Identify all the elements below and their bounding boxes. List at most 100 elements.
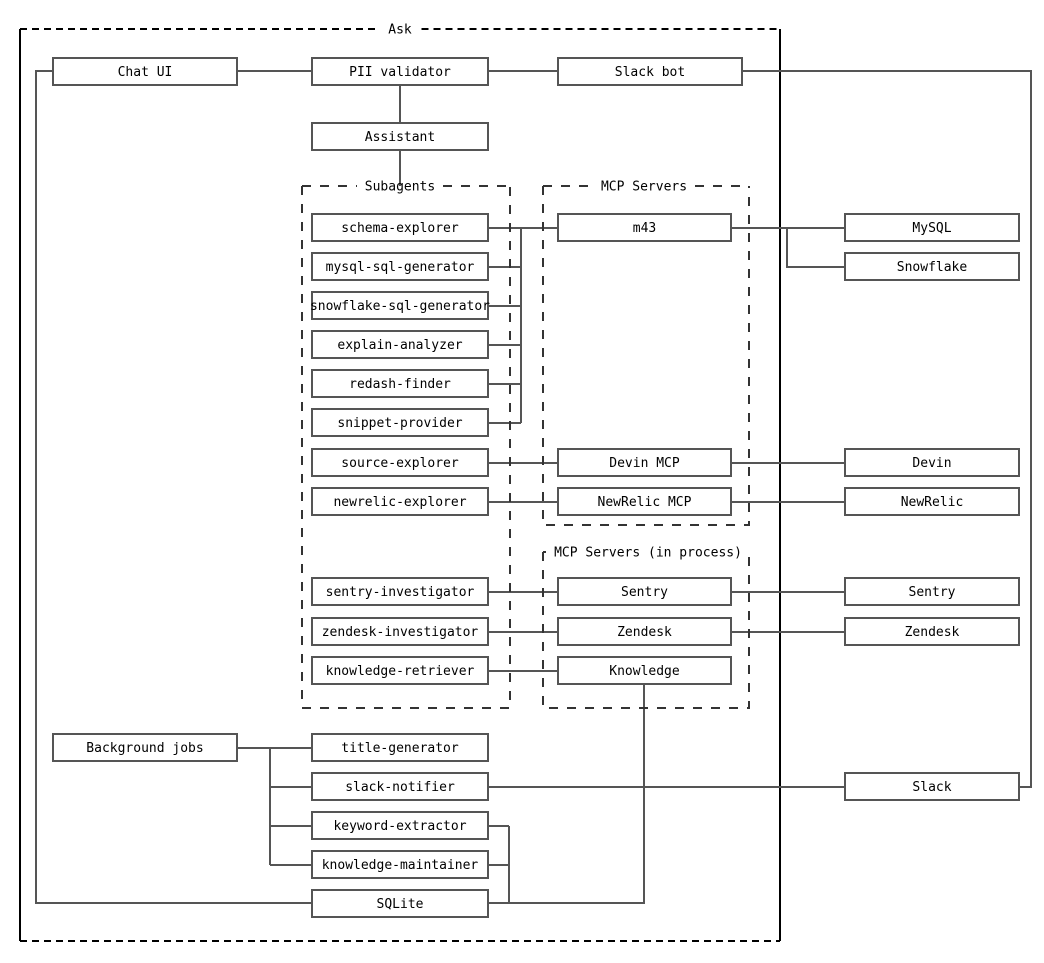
node-box-slack-notifier[interactable]	[311, 772, 489, 801]
node-box-sentry-investigator[interactable]	[311, 577, 489, 606]
boundary-ask-boundary: Ask	[18, 23, 782, 943]
node-label-knowledge-retriever: knowledge-retriever	[326, 664, 475, 679]
node-box-zendesk-investigator[interactable]	[311, 617, 489, 646]
node-box-explain-analyzer[interactable]	[311, 330, 489, 359]
node-snowflake[interactable]: Snowflake	[844, 252, 1020, 281]
node-zendesk-mcp[interactable]: Zendesk	[557, 617, 732, 646]
node-box-newrelic-explorer[interactable]	[311, 487, 489, 516]
node-box-pii-validator[interactable]	[311, 57, 489, 86]
node-box-source-explorer[interactable]	[311, 448, 489, 477]
node-box-zendesk-mcp[interactable]	[557, 617, 732, 646]
node-zendesk-investigator[interactable]: zendesk-investigator	[311, 617, 489, 646]
node-slack[interactable]: Slack	[844, 772, 1020, 801]
node-title-generator[interactable]: title-generator	[311, 733, 489, 762]
node-label-newrelic: NewRelic	[901, 495, 964, 510]
node-devin[interactable]: Devin	[844, 448, 1020, 477]
node-label-slack-bot: Slack bot	[615, 65, 685, 80]
node-newrelic-explorer[interactable]: newrelic-explorer	[311, 487, 489, 516]
node-box-sentry-mcp[interactable]	[557, 577, 732, 606]
node-devin-mcp[interactable]: Devin MCP	[557, 448, 732, 477]
node-box-snippet-provider[interactable]	[311, 408, 489, 437]
node-sentry-investigator[interactable]: sentry-investigator	[311, 577, 489, 606]
node-box-snowflake-sql-generator[interactable]	[311, 291, 489, 320]
node-label-newrelic-mcp: NewRelic MCP	[598, 495, 692, 510]
node-sentry[interactable]: Sentry	[844, 577, 1020, 606]
node-explain-analyzer[interactable]: explain-analyzer	[311, 330, 489, 359]
node-slack-bot[interactable]: Slack bot	[557, 57, 743, 86]
node-background-jobs[interactable]: Background jobs	[52, 733, 238, 762]
node-label-sentry-mcp: Sentry	[621, 585, 668, 600]
node-label-background-jobs: Background jobs	[86, 741, 203, 756]
edge-chat-ui-to-sqlite	[35, 70, 312, 904]
node-label-schema-explorer: schema-explorer	[341, 221, 459, 236]
group-label: Subagents	[365, 180, 435, 195]
node-label-knowledge-maintainer: knowledge-maintainer	[322, 858, 479, 873]
node-box-knowledge-retriever[interactable]	[311, 656, 489, 685]
group-mcp-servers-group: MCP Servers	[542, 180, 750, 526]
node-box-newrelic[interactable]	[844, 487, 1020, 516]
node-box-title-generator[interactable]	[311, 733, 489, 762]
node-label-snowflake-sql-generator: snowflake-sql-generator	[310, 299, 490, 314]
node-box-newrelic-mcp[interactable]	[557, 487, 732, 516]
node-keyword-extractor[interactable]: keyword-extractor	[311, 811, 489, 840]
node-knowledge-maintainer[interactable]: knowledge-maintainer	[311, 850, 489, 879]
node-label-m43: m43	[633, 221, 656, 236]
edge-layer	[35, 70, 1032, 904]
node-label-zendesk: Zendesk	[905, 625, 960, 640]
node-pii-validator[interactable]: PII validator	[311, 57, 489, 86]
node-label-title-generator: title-generator	[341, 741, 459, 756]
node-label-devin-mcp: Devin MCP	[609, 456, 680, 471]
node-label-source-explorer: source-explorer	[341, 456, 459, 471]
node-slack-notifier[interactable]: slack-notifier	[311, 772, 489, 801]
node-box-knowledge-maintainer[interactable]	[311, 850, 489, 879]
node-zendesk[interactable]: Zendesk	[844, 617, 1020, 646]
node-box-devin[interactable]	[844, 448, 1020, 477]
node-box-slack-bot[interactable]	[557, 57, 743, 86]
node-box-mysql[interactable]	[844, 213, 1020, 242]
node-m43[interactable]: m43	[557, 213, 732, 242]
edge-slack-bot-to-chat-ui	[742, 70, 1032, 788]
node-box-m43[interactable]	[557, 213, 732, 242]
node-box-chat-ui[interactable]	[52, 57, 238, 86]
node-assistant[interactable]: Assistant	[311, 122, 489, 151]
node-sentry-mcp[interactable]: Sentry	[557, 577, 732, 606]
node-chat-ui[interactable]: Chat UI	[52, 57, 238, 86]
node-label-knowledge-mcp: Knowledge	[609, 664, 680, 679]
node-box-slack[interactable]	[844, 772, 1020, 801]
node-sqlite[interactable]: SQLite	[311, 889, 489, 918]
node-redash-finder[interactable]: redash-finder	[311, 369, 489, 398]
node-source-explorer[interactable]: source-explorer	[311, 448, 489, 477]
node-box-zendesk[interactable]	[844, 617, 1020, 646]
node-box-schema-explorer[interactable]	[311, 213, 489, 242]
node-box-redash-finder[interactable]	[311, 369, 489, 398]
node-mysql[interactable]: MySQL	[844, 213, 1020, 242]
node-newrelic[interactable]: NewRelic	[844, 487, 1020, 516]
node-box-background-jobs[interactable]	[52, 733, 238, 762]
node-box-assistant[interactable]	[311, 122, 489, 151]
node-knowledge-mcp[interactable]: Knowledge	[557, 656, 732, 685]
node-box-devin-mcp[interactable]	[557, 448, 732, 477]
group-label: MCP Servers	[601, 180, 687, 195]
node-label-zendesk-mcp: Zendesk	[617, 625, 672, 640]
node-label-newrelic-explorer: newrelic-explorer	[333, 495, 466, 510]
group-outline	[542, 552, 750, 709]
node-label-mysql: MySQL	[912, 221, 951, 236]
node-label-mysql-sql-generator: mysql-sql-generator	[326, 260, 475, 275]
node-schema-explorer[interactable]: schema-explorer	[311, 213, 489, 242]
node-box-knowledge-mcp[interactable]	[557, 656, 732, 685]
node-box-keyword-extractor[interactable]	[311, 811, 489, 840]
node-label-snowflake: Snowflake	[897, 260, 968, 275]
node-label-sentry-investigator: sentry-investigator	[326, 585, 475, 600]
node-snowflake-sql-generator[interactable]: snowflake-sql-generator	[310, 291, 490, 320]
node-snippet-provider[interactable]: snippet-provider	[311, 408, 489, 437]
node-label-zendesk-investigator: zendesk-investigator	[322, 625, 479, 640]
node-box-sqlite[interactable]	[311, 889, 489, 918]
node-box-snowflake[interactable]	[844, 252, 1020, 281]
node-knowledge-retriever[interactable]: knowledge-retriever	[311, 656, 489, 685]
node-box-mysql-sql-generator[interactable]	[311, 252, 489, 281]
node-box-sentry[interactable]	[844, 577, 1020, 606]
node-mysql-sql-generator[interactable]: mysql-sql-generator	[311, 252, 489, 281]
node-newrelic-mcp[interactable]: NewRelic MCP	[557, 487, 732, 516]
